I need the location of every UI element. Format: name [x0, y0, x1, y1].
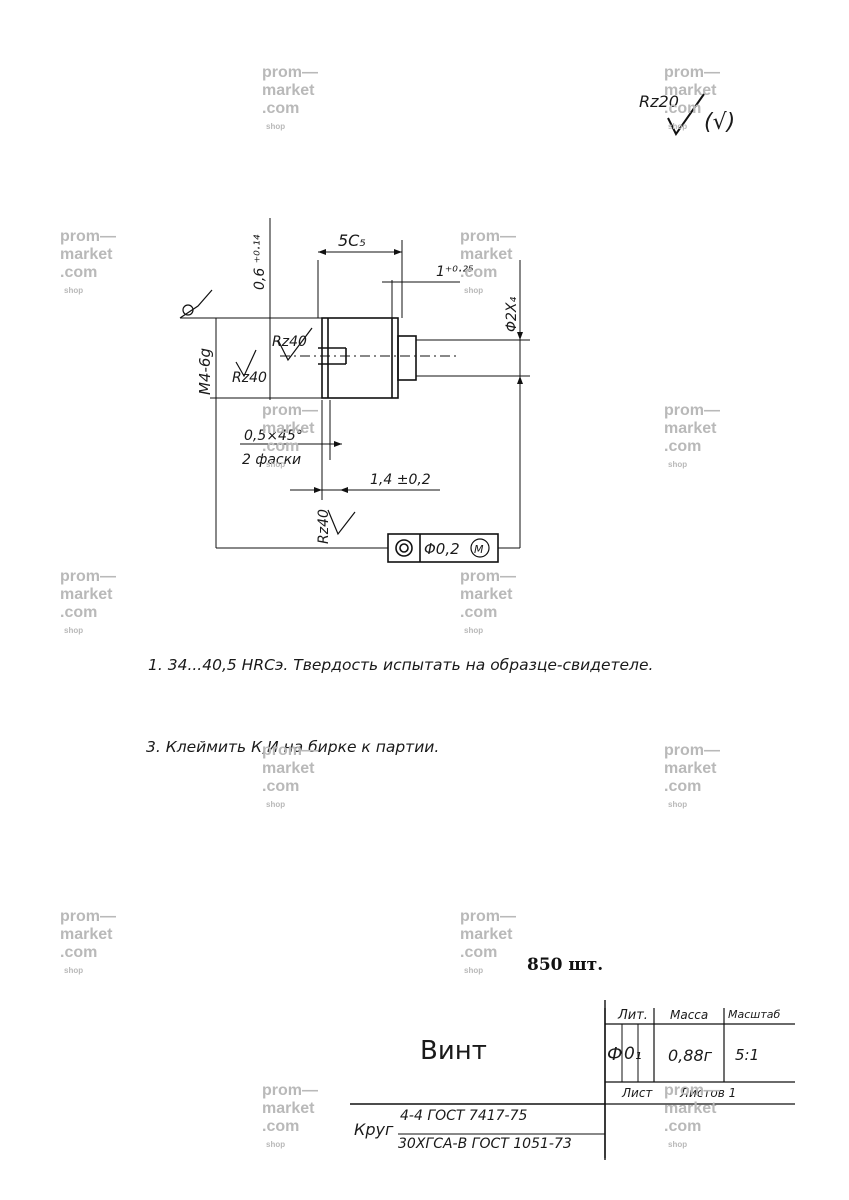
general-roughness-paren: (√)	[704, 110, 736, 135]
dim-slot: 0,6 ⁺⁰‧¹⁴	[252, 234, 268, 290]
note-1: 1. 34...40,5 HRCэ. Твердость испытать на…	[148, 656, 654, 674]
dim-offset: 1,4 ±0,2	[370, 472, 431, 488]
sheet-label: Лист	[622, 1086, 653, 1100]
mass-header: Масса	[670, 1008, 709, 1022]
dim-thread: M4-6g	[196, 348, 214, 395]
tolerance-frame	[387, 533, 499, 563]
dim-undercut: 1⁺⁰‧²⁵	[436, 264, 474, 280]
material-prefix: Круг	[354, 1120, 394, 1139]
technical-drawing: M4-6g 5C₅ 1⁺⁰‧²⁵ Φ2X₄ 0,6 ⁺⁰‧¹⁴ Rz40 Rz4…	[179, 218, 530, 563]
general-roughness-value: Rz20	[639, 92, 679, 111]
chamfer: 0,5×45°	[244, 428, 303, 444]
scale-header: Масштаб	[728, 1008, 781, 1021]
scale-value: 5:1	[735, 1046, 760, 1064]
title-block-lines	[350, 1000, 795, 1160]
screw-thread-body	[321, 317, 399, 399]
general-roughness: Rz20 (√)	[636, 90, 756, 150]
roughness-check-icon	[667, 93, 705, 136]
note-3: 3. Клеймить К,И на бирке к партии.	[146, 738, 440, 756]
lit-2: 0₁	[624, 1044, 642, 1064]
tolerance-value: Φ0,2	[424, 540, 460, 558]
material-bottom: 30ХГСА-В ГОСТ 1051-73	[398, 1136, 572, 1152]
title-name: Винт	[420, 1036, 487, 1066]
screw-pin	[397, 335, 417, 381]
rz-top: Rz40	[272, 334, 307, 350]
rz-left: Rz40	[232, 370, 267, 386]
quantity: 850 шт.	[527, 955, 604, 975]
lit-1: Ф	[607, 1044, 623, 1065]
lit-header: Лит.	[618, 1008, 648, 1023]
chamfer-note: 2 фаски	[242, 452, 301, 468]
tolerance-mod: M	[474, 543, 484, 556]
material-top: 4-4 ГОСТ 7417-75	[400, 1108, 528, 1124]
dim-diameter: Φ2X₄	[504, 296, 520, 332]
dim-length: 5C₅	[338, 231, 366, 250]
mass-value: 0,88г	[668, 1046, 713, 1065]
rz-bottom: Rz40	[316, 509, 332, 544]
sheets-label: Листов 1	[680, 1086, 737, 1100]
